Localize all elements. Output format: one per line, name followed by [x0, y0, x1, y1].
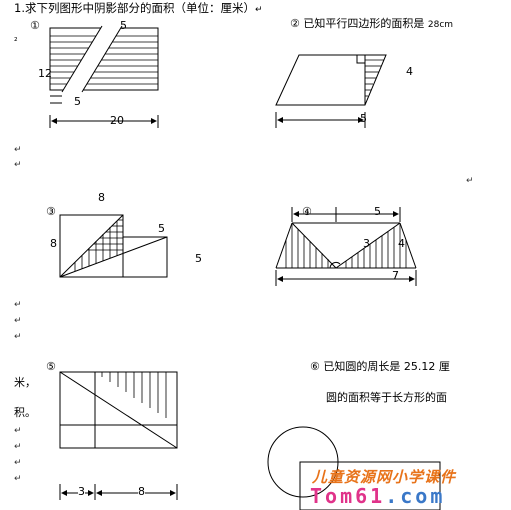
return-mark: ↵ [14, 442, 22, 452]
problem-6-line-1: ⑥ 已知圆的周长是 25.12 厘 [310, 360, 450, 373]
return-mark: ↵ [14, 332, 22, 342]
return-mark: ↵ [14, 316, 22, 326]
label-5-top: 5 [374, 205, 381, 218]
problem-5-number: ⑤ [46, 360, 56, 373]
figure-1 [49, 25, 159, 128]
watermark-line-2: Tom61.com [310, 484, 446, 508]
label-12: 12 [38, 67, 52, 80]
return-mark: ↵ [14, 426, 22, 436]
figure-6 [267, 426, 441, 510]
label-5b: 5 [74, 95, 81, 108]
problem-6-number: ⑥ [310, 360, 320, 373]
label-4: 4 [398, 237, 405, 250]
label-5-far: 5 [195, 252, 202, 265]
problem-3-number: ③ [46, 205, 56, 218]
problem-4-number: ④ [302, 205, 312, 218]
return-mark: ↵ [466, 176, 474, 186]
label-3: 3 [363, 237, 370, 250]
label-5: 5 [360, 112, 367, 125]
figure-2 [275, 54, 387, 128]
return-mark: ↵ [14, 474, 22, 484]
label-8-top: 8 [98, 191, 105, 204]
problem-6-line-2: 圆的面积等于长方形的面 [326, 391, 447, 404]
watermark-line-1: 儿童资源网小学课件 [312, 468, 457, 486]
page-title: 1.求下列图形中阴影部分的面积（单位：厘米）↵ [14, 1, 263, 15]
label-5-right: 5 [158, 222, 165, 235]
label-7: 7 [392, 269, 399, 282]
label-5: 5 [120, 19, 127, 32]
problem-2-number: ② [290, 17, 300, 30]
problem-2-text: ② 已知平行四边形的面积是 28cm [290, 17, 454, 31]
side-mark: ² [14, 37, 18, 47]
figure-5 [59, 371, 178, 500]
side-text-2: 积。 [14, 406, 36, 419]
return-mark: ↵ [14, 300, 22, 310]
return-mark: ↵ [14, 458, 22, 468]
figure-3 [59, 214, 168, 278]
return-mark: ↵ [14, 160, 22, 170]
label-8-left: 8 [50, 237, 57, 250]
return-mark: ↵ [14, 145, 22, 155]
label-20: 20 [110, 114, 124, 127]
problem-1-number: ① [30, 19, 40, 32]
label-4: 4 [406, 65, 413, 78]
label-3: 3 [78, 485, 85, 498]
label-8: 8 [138, 485, 145, 498]
side-text-1: 米， [14, 376, 36, 389]
figure-4 [275, 207, 417, 286]
